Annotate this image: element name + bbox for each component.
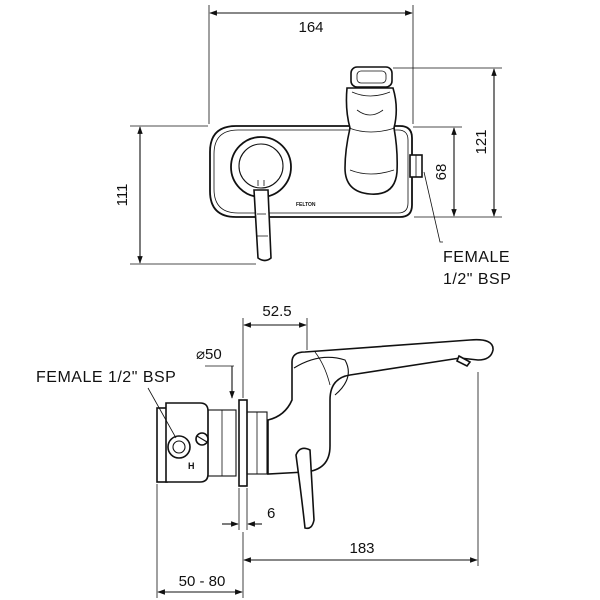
wall-plate-side bbox=[238, 399, 248, 487]
outlet-label-line2: 1/2" BSP bbox=[443, 271, 511, 288]
dim-body-depth: 50 - 80 bbox=[179, 573, 226, 590]
spout-top bbox=[350, 66, 393, 88]
handle-rosette-inner bbox=[238, 143, 284, 189]
dim-wall-projection: 52.5 bbox=[262, 303, 291, 320]
brand-mark: FELTON bbox=[296, 202, 316, 208]
spout-side-body bbox=[267, 338, 494, 475]
dim-front-height-right: 121 bbox=[473, 129, 490, 154]
wall-plate-inner bbox=[213, 129, 409, 214]
dim-spout-reach: 183 bbox=[349, 540, 374, 557]
dim-front-height-left: 111 bbox=[114, 184, 131, 207]
outlet-label-line1: FEMALE bbox=[443, 249, 510, 266]
dim-outlet-height: 68 bbox=[433, 164, 450, 181]
inlet-label: FEMALE 1/2" BSP bbox=[36, 369, 176, 386]
hot-mark: H bbox=[188, 461, 195, 471]
dim-plate-thickness: 6 bbox=[267, 505, 275, 522]
lever-side bbox=[295, 447, 315, 530]
spout-front-body bbox=[344, 87, 398, 195]
wall-plate bbox=[209, 125, 413, 218]
lever-handle bbox=[253, 189, 272, 262]
dim-front-width: 164 bbox=[298, 19, 323, 36]
side-view: H FEMALE 1/2" BSP 52.5 ⌀50 6 bbox=[36, 303, 494, 598]
spout-outlet bbox=[455, 354, 472, 368]
dim-diameter: ⌀50 bbox=[196, 346, 222, 363]
front-view: FELTON 164 111 121 68 FEMALE bbox=[114, 5, 511, 288]
inlet-port bbox=[167, 435, 191, 459]
